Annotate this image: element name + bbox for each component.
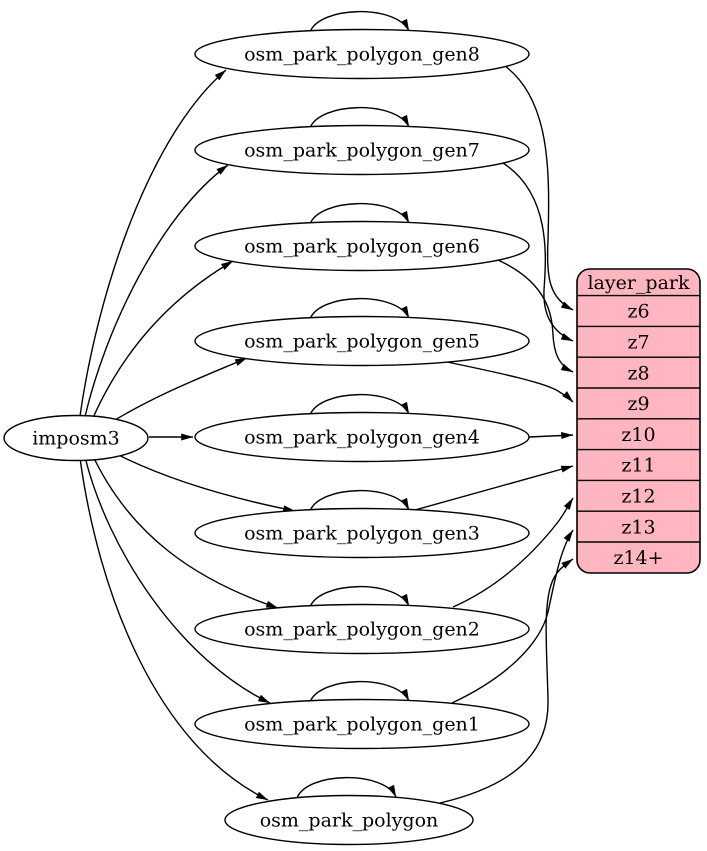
node-layer-park: layer_park z6 z7 z8 z9 z10 z11 z12 z13 z… — [576, 268, 701, 574]
edge-gen1-to-z13 — [451, 529, 574, 704]
node-osm-park-polygon-gen8: osm_park_polygon_gen8 — [194, 28, 530, 80]
self-loop-gen1 — [309, 680, 410, 703]
edge-imposm3-to-gen5 — [104, 357, 248, 427]
gen3-ellipse — [194, 507, 530, 559]
gen4-label: osm_park_polygon_gen4 — [244, 427, 480, 449]
self-loop-gen4 — [309, 393, 410, 416]
gen6-ellipse — [194, 220, 530, 272]
edge-gen7-to-z7 — [502, 162, 574, 342]
layer-row-z14plus: z14+ — [613, 547, 663, 569]
edge-gen4-to-z10 — [528, 432, 574, 440]
node-osm-park-polygon-gen7: osm_park_polygon_gen7 — [194, 124, 530, 176]
gen8-ellipse — [194, 28, 530, 80]
edge-imposm3-to-gen8 — [79, 69, 227, 417]
gen1-ellipse — [194, 698, 530, 750]
edge-imposm3-to-gen7 — [84, 164, 229, 418]
self-loop-gen2 — [309, 585, 410, 608]
edge-gen5-to-z9 — [446, 361, 574, 403]
gen7-label: osm_park_polygon_gen7 — [244, 140, 480, 162]
gen6-label: osm_park_polygon_gen6 — [244, 236, 480, 258]
edge-imposm3-to-osm-park-polygon — [79, 457, 269, 801]
self-loop-gen3 — [309, 489, 410, 512]
layer-park-title: layer_park — [587, 272, 690, 294]
edge-osm-park-polygon-to-z14 — [439, 558, 574, 804]
gen4-ellipse — [194, 411, 530, 463]
edge-imposm3-to-gen2 — [91, 453, 279, 609]
node-osm-park-polygon-gen4: osm_park_polygon_gen4 — [194, 411, 530, 463]
layer-row-z9: z9 — [627, 393, 649, 415]
node-osm-park-polygon-gen2: osm_park_polygon_gen2 — [194, 603, 530, 655]
osm-park-polygon-ellipse — [224, 794, 474, 846]
gen1-label: osm_park_polygon_gen1 — [244, 714, 480, 736]
edges-tables-to-layer — [414, 65, 574, 804]
layer-row-z6: z6 — [627, 301, 649, 323]
layer-row-z7: z7 — [627, 331, 649, 353]
edge-imposm3-to-gen1 — [84, 456, 271, 704]
gen5-label: osm_park_polygon_gen5 — [244, 331, 480, 353]
self-loop-osm-park-polygon — [296, 776, 397, 799]
gen3-label: osm_park_polygon_gen3 — [244, 523, 480, 545]
edge-gen6-to-z8 — [497, 259, 574, 373]
self-loop-gen8 — [309, 10, 410, 33]
layer-row-z10: z10 — [621, 424, 655, 446]
self-loop-gen6 — [309, 202, 410, 225]
imposm3-label: imposm3 — [32, 428, 120, 450]
edge-gen2-to-z12 — [452, 497, 574, 608]
node-imposm3: imposm3 — [3, 414, 149, 462]
edge-imposm3-to-gen6 — [91, 260, 234, 421]
self-loop-gen7 — [309, 106, 410, 129]
edge-gen8-to-z6 — [504, 65, 574, 311]
self-loop-edges — [296, 10, 410, 799]
layer-park-rect — [576, 268, 701, 574]
layer-row-z11: z11 — [621, 455, 655, 477]
edges-imposm3-to-tables — [79, 69, 296, 801]
node-osm-park-polygon: osm_park_polygon — [224, 794, 474, 846]
node-osm-park-polygon-gen1: osm_park_polygon_gen1 — [194, 698, 530, 750]
gen8-label: osm_park_polygon_gen8 — [244, 44, 480, 66]
gen5-ellipse — [194, 315, 530, 367]
osm-park-polygon-label: osm_park_polygon — [260, 810, 439, 832]
edge-imposm3-to-gen3 — [104, 447, 296, 513]
gen2-ellipse — [194, 603, 530, 655]
layer-row-z12: z12 — [621, 485, 655, 507]
layer-row-z8: z8 — [627, 362, 649, 384]
self-loop-gen5 — [309, 297, 410, 320]
gen2-label: osm_park_polygon_gen2 — [244, 619, 480, 641]
edge-gen3-to-z11 — [414, 465, 574, 511]
layer-row-z13: z13 — [621, 516, 655, 538]
gen7-ellipse — [194, 124, 530, 176]
node-osm-park-polygon-gen3: osm_park_polygon_gen3 — [194, 507, 530, 559]
imposm3-ellipse — [3, 414, 149, 462]
node-osm-park-polygon-gen6: osm_park_polygon_gen6 — [194, 220, 530, 272]
node-osm-park-polygon-gen5: osm_park_polygon_gen5 — [194, 315, 530, 367]
